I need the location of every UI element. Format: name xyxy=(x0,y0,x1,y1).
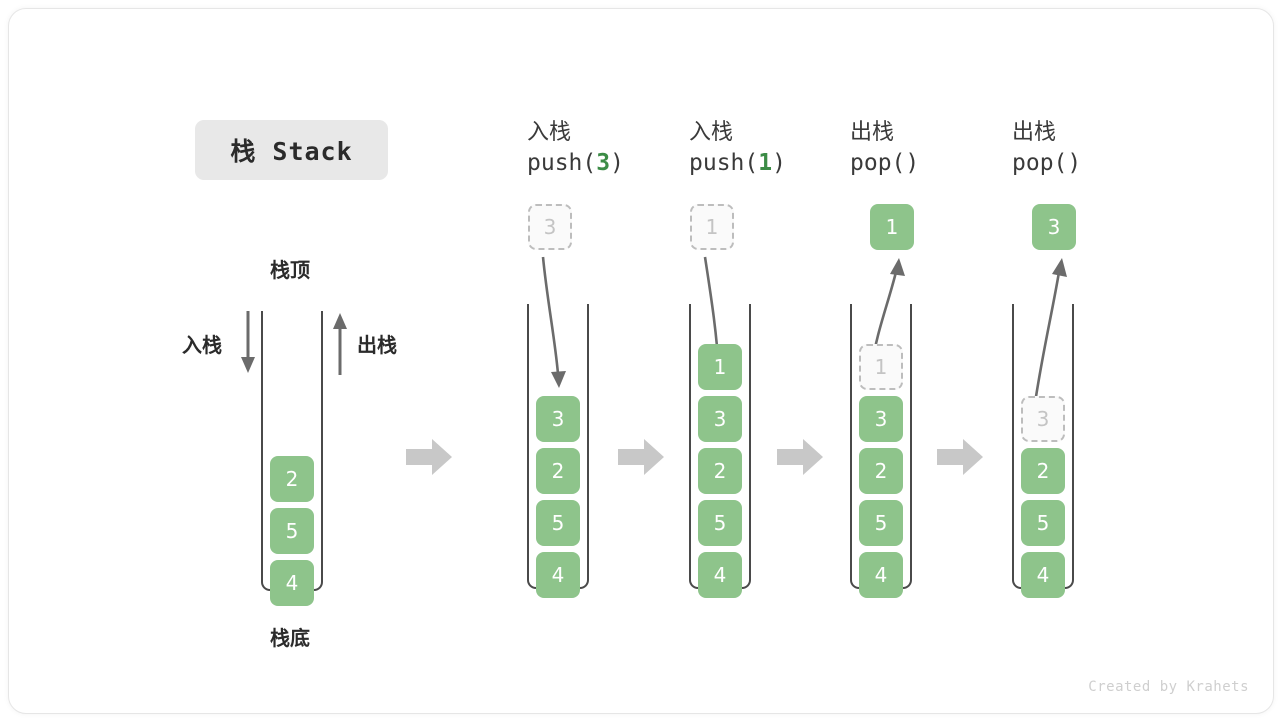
stack-cells: 1 3 2 5 4 xyxy=(689,304,751,598)
code-arg: 3 xyxy=(596,150,611,176)
stack-cell: 1 xyxy=(698,344,742,390)
floating-cell: 3 xyxy=(1032,204,1076,250)
pop-direction-arrow-icon xyxy=(333,313,347,375)
code-arg: 1 xyxy=(758,150,773,176)
code-prefix: push( xyxy=(527,150,597,176)
stack-bottom-label: 栈底 xyxy=(270,626,310,650)
stack-cell: 4 xyxy=(859,552,903,598)
step-push-3: 入栈 push(3) 3 3 2 5 4 xyxy=(527,114,637,599)
code-suffix: ) xyxy=(772,150,786,176)
stack-cell: 4 xyxy=(270,560,314,606)
step-op-label: 出栈 xyxy=(850,120,895,145)
stack-cell: 2 xyxy=(859,448,903,494)
code-prefix: pop( xyxy=(1012,150,1068,176)
code-suffix: ) xyxy=(905,150,920,176)
step-arrow-2 xyxy=(618,439,664,475)
step-op-code: pop() xyxy=(850,150,919,176)
stack-cell: 4 xyxy=(698,552,742,598)
stack-cell: 3 xyxy=(698,396,742,442)
step-arrow-3 xyxy=(777,439,823,475)
stack-cells: 3 2 5 4 xyxy=(527,304,589,598)
stack-cells: 1 3 2 5 4 xyxy=(850,304,912,598)
step-op-label: 出栈 xyxy=(1012,120,1057,145)
step-arrow-4 xyxy=(937,439,983,475)
stack-cell: 5 xyxy=(536,500,580,546)
stack-cell: 2 xyxy=(1021,448,1065,494)
floating-cell: 3 xyxy=(528,204,572,250)
floating-cell: 1 xyxy=(690,204,734,250)
floating-cell: 1 xyxy=(870,204,914,250)
step-pop-3: 出栈 pop() 3 3 2 5 4 xyxy=(1012,114,1122,599)
overview-group: 栈顶 栈底 入栈 出栈 2 5 4 xyxy=(169,239,429,659)
stack-top-label: 栈顶 xyxy=(270,258,310,282)
step-pop-1: 出栈 pop() 1 1 3 2 5 4 xyxy=(850,114,960,599)
footer-credit: Created by Krahets xyxy=(1088,679,1249,695)
code-suffix: ) xyxy=(610,150,624,176)
stack-cell: 3 xyxy=(536,396,580,442)
stack-cell: 4 xyxy=(1021,552,1065,598)
overview-pop-label: 出栈 xyxy=(357,333,397,357)
step-op-label: 入栈 xyxy=(689,120,734,145)
stack-cell: 2 xyxy=(270,456,314,502)
stack-cell: 5 xyxy=(859,500,903,546)
stack-cell: 1 xyxy=(859,344,903,390)
code-prefix: pop( xyxy=(850,150,906,176)
overview-cells: 2 5 4 xyxy=(261,311,323,606)
stack-cell: 2 xyxy=(698,448,742,494)
code-prefix: push( xyxy=(689,150,759,176)
step-op-code: push(3) xyxy=(527,150,624,176)
stack-cell: 5 xyxy=(1021,500,1065,546)
step-push-1: 入栈 push(1) 1 1 3 2 5 4 xyxy=(689,114,799,599)
step-op-label: 入栈 xyxy=(527,120,572,145)
stack-cell: 5 xyxy=(698,500,742,546)
diagram-title-chip: 栈 Stack xyxy=(195,120,388,180)
stack-cell: 2 xyxy=(536,448,580,494)
diagram-card: 栈 Stack 栈顶 栈底 入栈 出栈 2 5 4 xyxy=(8,8,1274,714)
step-arrow-1 xyxy=(406,439,452,475)
stack-cell: 3 xyxy=(1021,396,1065,442)
push-direction-arrow-icon xyxy=(241,311,255,373)
stack-cell: 3 xyxy=(859,396,903,442)
stack-cell: 5 xyxy=(270,508,314,554)
code-suffix: ) xyxy=(1067,150,1082,176)
step-op-code: pop() xyxy=(1012,150,1081,176)
push-motion-arrow-icon xyxy=(541,256,566,388)
overview-push-label: 入栈 xyxy=(182,333,222,357)
step-op-code: push(1) xyxy=(689,150,786,176)
stack-cells: 3 2 5 4 xyxy=(1012,304,1074,598)
stack-cell: 4 xyxy=(536,552,580,598)
